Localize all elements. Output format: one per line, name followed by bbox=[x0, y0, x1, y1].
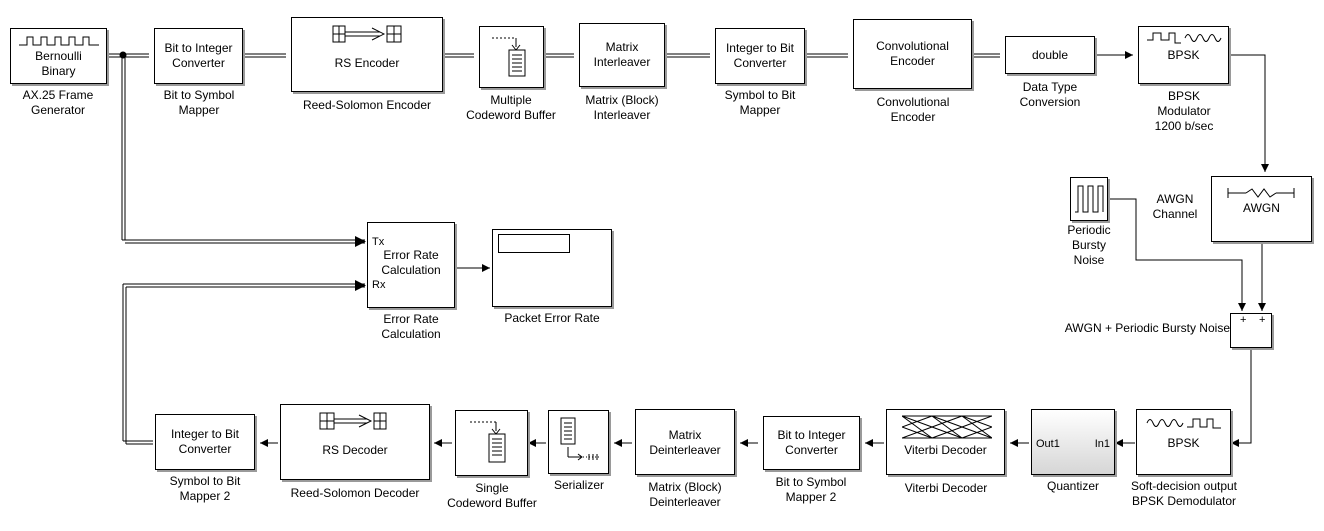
rs-decoder-block[interactable]: RS Decoder bbox=[280, 404, 430, 480]
port-in1: In1 bbox=[1094, 438, 1110, 450]
matrix-deinterleaver-label: Matrix Deinterleaver bbox=[649, 428, 721, 457]
single-codeword-buffer-block[interactable] bbox=[455, 410, 528, 476]
bpsk-demodulator-block[interactable]: BPSK bbox=[1136, 409, 1231, 475]
display-value-box bbox=[498, 234, 570, 253]
port-rx: Rx bbox=[372, 279, 386, 291]
display-caption: Packet Error Rate bbox=[504, 311, 600, 325]
awgn-caption: AWGN Channel bbox=[1152, 192, 1198, 221]
arrow-tx bbox=[355, 236, 366, 247]
packet-error-rate-display[interactable] bbox=[492, 229, 612, 307]
sum-plus-2: + bbox=[1259, 314, 1266, 326]
bpsk-modulator-block[interactable]: BPSK bbox=[1138, 26, 1229, 84]
data-type-conversion-label: double bbox=[1031, 48, 1069, 62]
serializer-icon bbox=[560, 417, 601, 461]
rs-decoder-label: RS Decoder bbox=[322, 443, 388, 457]
viterbi-decoder-block[interactable]: Viterbi Decoder bbox=[886, 409, 1005, 475]
bpsk-modulator-label: BPSK bbox=[1167, 48, 1200, 62]
quantizer-block[interactable]: Out1 In1 bbox=[1031, 409, 1115, 475]
buffer-icon bbox=[492, 37, 526, 77]
single-buffer-caption: Single Codeword Buffer bbox=[447, 481, 537, 510]
bpsk-demod-label: BPSK bbox=[1167, 436, 1200, 450]
bpsk-demod-waveform-icon bbox=[1146, 418, 1221, 429]
arrow-rx bbox=[355, 280, 366, 291]
line-tx-branch bbox=[121, 56, 365, 244]
convolutional-encoder-caption: Convolutional Encoder bbox=[876, 95, 950, 124]
quantizer-caption: Quantizer bbox=[1046, 479, 1100, 493]
bernoulli-caption: AX.25 Frame Generator bbox=[22, 88, 94, 117]
matrix-deinterleaver-caption: Matrix (Block) Deinterleaver bbox=[648, 480, 722, 509]
sum-block[interactable]: + + bbox=[1230, 313, 1272, 348]
integer-to-bit-block[interactable]: Integer to Bit Converter bbox=[715, 28, 805, 84]
bit-to-integer-2-label: Bit to Integer Converter bbox=[777, 428, 846, 457]
line-rx-feedback bbox=[122, 283, 365, 445]
integer-to-bit-2-block[interactable]: Integer to Bit Converter bbox=[155, 414, 255, 470]
multiple-buffer-caption: Multiple Codeword Buffer bbox=[466, 93, 556, 122]
bpsk-demod-caption: Soft-decision output BPSK Demodulator bbox=[1130, 479, 1238, 508]
periodic-noise-caption: Periodic Bursty Noise bbox=[1067, 223, 1111, 267]
awgn-channel-block[interactable]: AWGN bbox=[1211, 176, 1312, 242]
rs-encoder-caption: Reed-Solomon Encoder bbox=[302, 98, 432, 112]
bernoulli-binary-label: Bernoulli Binary bbox=[35, 49, 82, 78]
viterbi-label: Viterbi Decoder bbox=[904, 443, 987, 457]
error-rate-label: Error Rate Calculation bbox=[381, 248, 441, 277]
line-rs-encoder-to-buffer bbox=[443, 53, 474, 58]
line-conv-encoder-to-dtc bbox=[972, 53, 1000, 58]
matrix-interleaver-block[interactable]: Matrix Interleaver bbox=[579, 23, 665, 87]
integer-to-bit-2-caption: Symbol to Bit Mapper 2 bbox=[169, 474, 241, 503]
integer-to-bit-2-label: Integer to Bit Converter bbox=[170, 427, 240, 456]
line-int2bit-to-conv-encoder bbox=[805, 53, 848, 58]
bit-to-integer-caption: Bit to Symbol Mapper bbox=[163, 88, 235, 117]
integer-to-bit-label: Integer to Bit Converter bbox=[725, 41, 795, 70]
matrix-interleaver-label: Matrix Interleaver bbox=[593, 40, 651, 69]
line-interleaver-to-int2bit bbox=[665, 53, 710, 58]
bit-to-integer-block[interactable]: Bit to Integer Converter bbox=[154, 28, 243, 84]
viterbi-caption: Viterbi Decoder bbox=[904, 481, 988, 495]
rs-encoder-block[interactable]: RS Encoder bbox=[291, 17, 443, 92]
line-sum-to-bpsk-demod bbox=[1231, 347, 1252, 447]
pulse-train-icon bbox=[19, 36, 99, 46]
data-type-conversion-caption: Data Type Conversion bbox=[1019, 80, 1081, 109]
integer-to-bit-caption: Symbol to Bit Mapper bbox=[724, 88, 796, 117]
port-out1: Out1 bbox=[1036, 438, 1060, 450]
error-rate-calculation-block[interactable]: Tx Rx Error Rate Calculation bbox=[367, 222, 455, 308]
rs-encoder-label: RS Encoder bbox=[334, 56, 400, 70]
matrix-deinterleaver-block[interactable]: Matrix Deinterleaver bbox=[635, 409, 735, 475]
rs-decoder-icon bbox=[319, 412, 387, 430]
sum-plus-1: + bbox=[1240, 314, 1247, 326]
error-rate-caption: Error Rate Calculation bbox=[381, 312, 441, 341]
bit-to-integer-label: Bit to Integer Converter bbox=[164, 41, 233, 70]
rs-decoder-caption: Reed-Solomon Decoder bbox=[290, 486, 420, 500]
awgn-label: AWGN bbox=[1243, 201, 1280, 215]
multiple-codeword-buffer-block[interactable] bbox=[479, 26, 544, 88]
bpsk-waveform-icon bbox=[1147, 32, 1222, 44]
rs-encoder-icon bbox=[332, 25, 402, 43]
convolutional-encoder-label: Convolutional Encoder bbox=[876, 39, 949, 68]
channel-noise-icon bbox=[1227, 188, 1295, 198]
single-buffer-icon bbox=[470, 421, 506, 463]
serializer-block[interactable] bbox=[548, 410, 609, 474]
line-buffer-to-interleaver bbox=[544, 53, 574, 58]
line-bernoulli-to-bit2int bbox=[109, 53, 149, 58]
matrix-interleaver-caption: Matrix (Block) Interleaver bbox=[585, 93, 659, 122]
line-noise-to-sum bbox=[1108, 198, 1246, 311]
convolutional-encoder-block[interactable]: Convolutional Encoder bbox=[853, 19, 972, 89]
line-bpsk-to-awgn bbox=[1229, 54, 1269, 172]
sum-caption: AWGN + Periodic Bursty Noise bbox=[1064, 321, 1230, 335]
bpsk-modulator-caption: BPSK Modulator 1200 b/sec bbox=[1154, 89, 1214, 133]
trellis-icon bbox=[902, 415, 992, 439]
serializer-caption: Serializer bbox=[553, 478, 604, 492]
port-tx: Tx bbox=[372, 236, 385, 248]
branch-point bbox=[119, 51, 127, 59]
pulse-generator-icon bbox=[1075, 185, 1104, 213]
data-type-conversion-block[interactable]: double bbox=[1005, 36, 1095, 74]
line-bit2int-to-rs-encoder bbox=[243, 53, 286, 58]
bit-to-integer-2-block[interactable]: Bit to Integer Converter bbox=[763, 416, 860, 470]
periodic-bursty-noise-block[interactable] bbox=[1070, 177, 1108, 221]
bernoulli-binary-block[interactable]: Bernoulli Binary bbox=[10, 28, 107, 84]
bit-to-integer-2-caption: Bit to Symbol Mapper 2 bbox=[775, 475, 847, 504]
